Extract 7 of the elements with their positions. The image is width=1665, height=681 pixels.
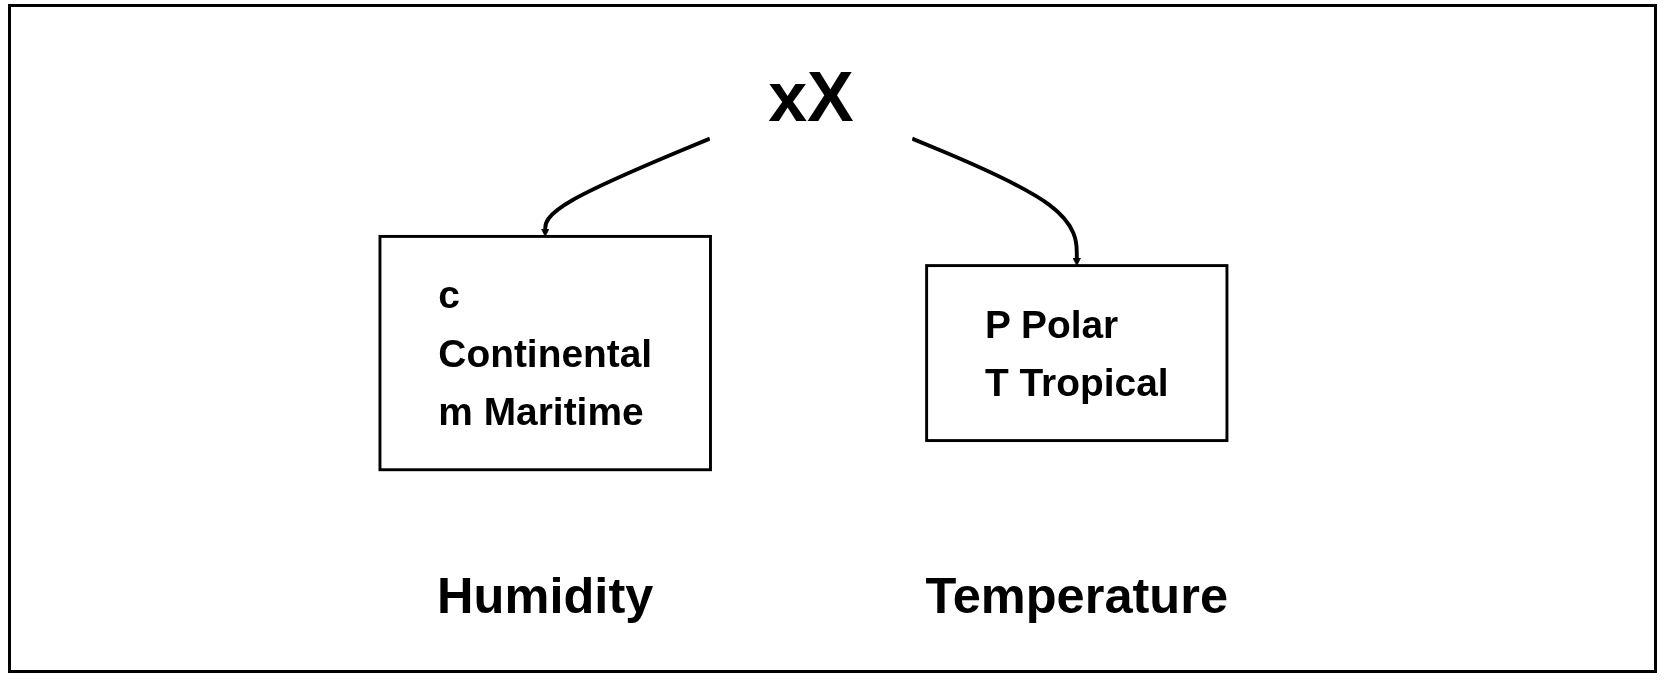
node-text: xX: [768, 57, 854, 136]
node-box: c Continental m Maritime: [378, 234, 712, 472]
node-box: P Polar T Tropical: [925, 264, 1229, 443]
arrow: [911, 136, 1081, 266]
arrow: [540, 136, 711, 237]
node-label: Temperature: [925, 566, 1228, 624]
node-label: Humidity: [437, 566, 654, 624]
